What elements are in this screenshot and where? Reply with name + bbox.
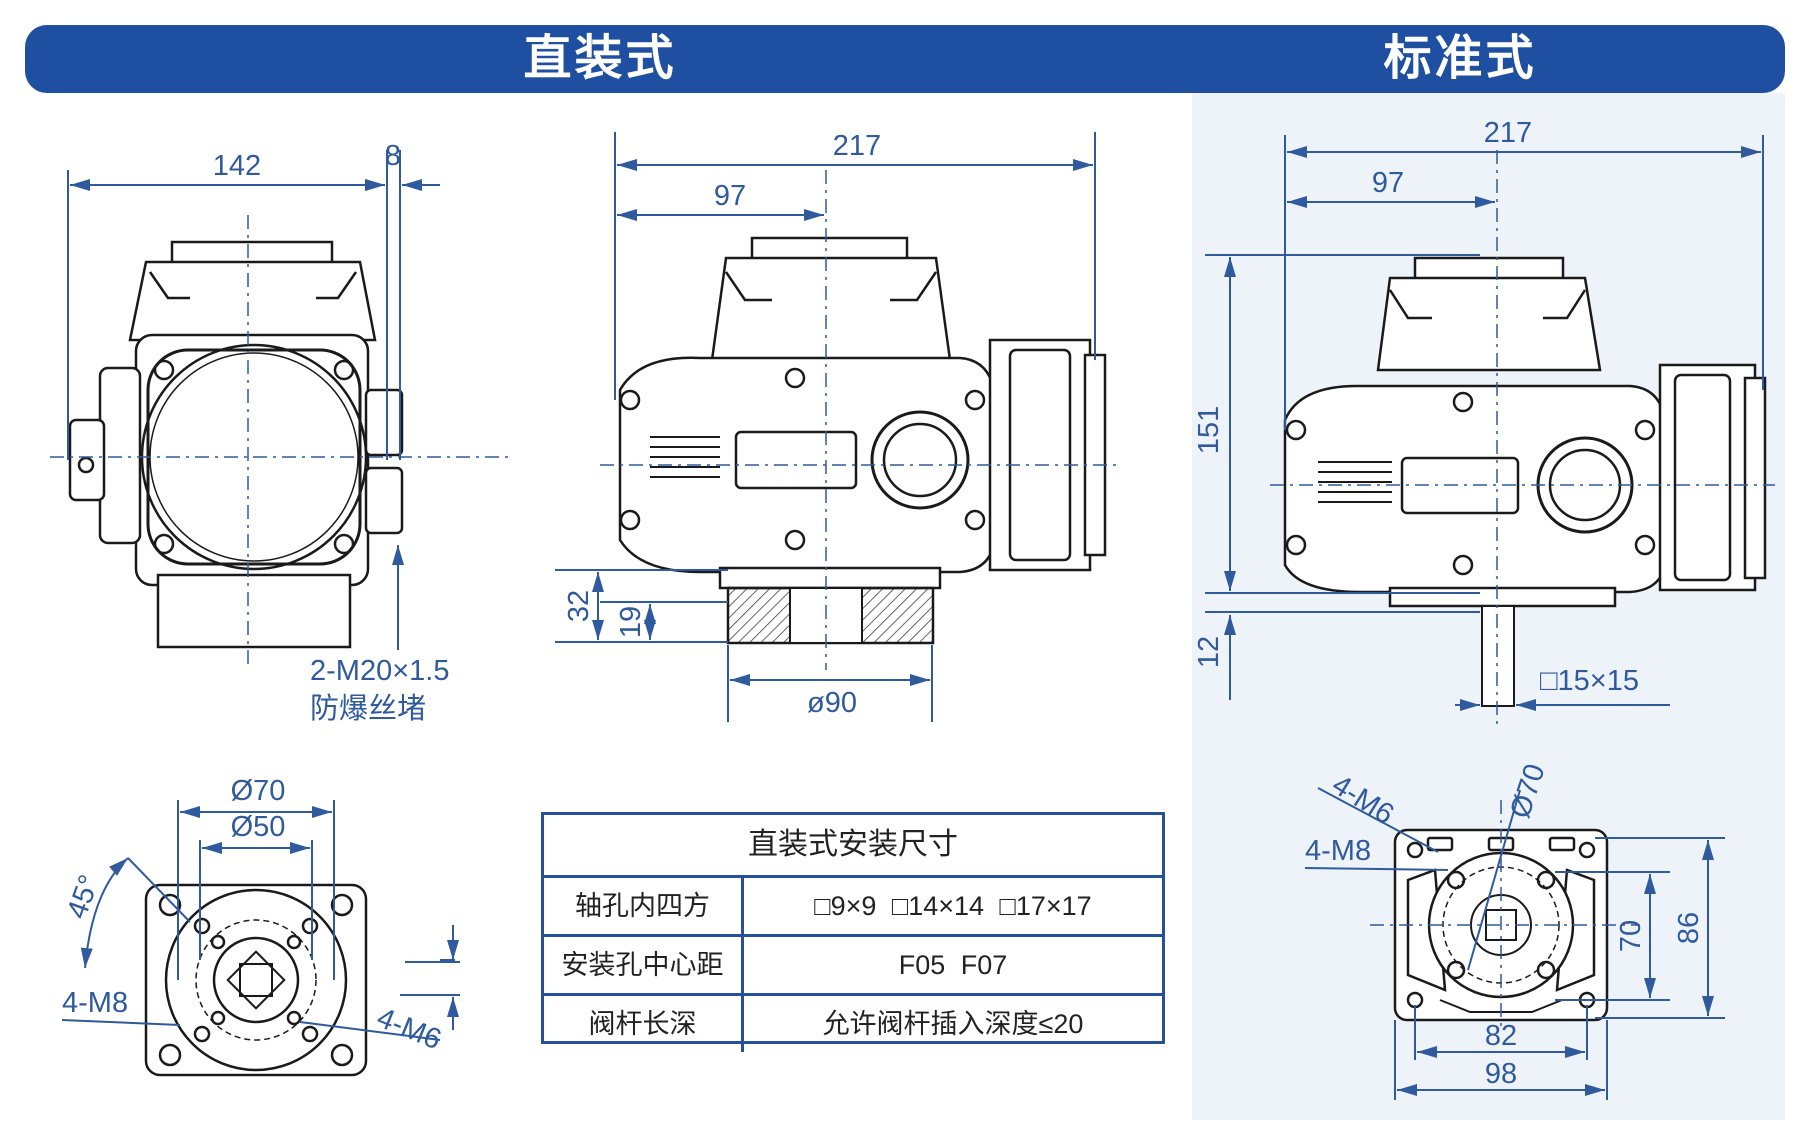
table-row-label: 阀杆长深	[544, 996, 744, 1052]
dim-flange-angle: 45°	[61, 871, 106, 923]
dim-direct-h1: 32	[563, 590, 595, 622]
standard-flange-view	[1393, 828, 1609, 1022]
standard-flange-dimensions	[1304, 787, 1725, 1100]
dim-standard-square: □15×15	[1540, 665, 1639, 697]
dim-std-flange-w98: 98	[1485, 1058, 1517, 1090]
dim-direct-dia: ø90	[807, 687, 857, 719]
standard-front-dimensions	[1205, 135, 1764, 711]
standard-front-centerlines	[1270, 150, 1775, 730]
dim-flange-m6: 4-M6	[372, 1002, 445, 1056]
direct-side-dimensions	[67, 150, 440, 650]
table-row: 阀杆长深 允许阀杆插入深度≤20	[544, 996, 1162, 1052]
conduit-spec-label: 2-M20×1.5	[310, 655, 449, 687]
install-dimension-table: 直装式安装尺寸 轴孔内四方 □9×9 □14×14 □17×17 安装孔中心距 …	[541, 812, 1165, 1052]
dim-direct-front-center: 97	[714, 180, 746, 212]
direct-front-dimensions	[555, 132, 1096, 722]
dim-direct-front-total: 217	[833, 130, 881, 162]
dim-standard-shaft: 12	[1193, 636, 1225, 668]
header-standard-title: 标准式	[1383, 32, 1537, 85]
dim-standard-front-total: 217	[1484, 117, 1532, 149]
table-row: 安装孔中心距 F05 F07	[544, 937, 1162, 996]
table-row: 轴孔内四方 □9×9 □14×14 □17×17	[544, 878, 1162, 937]
dim-std-flange-m6: 4-M6	[1326, 769, 1399, 831]
direct-side-centerlines	[50, 215, 510, 668]
direct-flange-dimensions	[61, 800, 460, 1041]
table-row-value: □9×9 □14×14 □17×17	[814, 891, 1092, 921]
dim-flange-d50: Ø50	[231, 811, 286, 843]
dim-standard-height: 151	[1193, 406, 1225, 454]
dim-direct-h2: 19	[615, 606, 647, 638]
dim-std-flange-w82: 82	[1485, 1020, 1517, 1052]
dim-std-flange-d70: Ø70	[1504, 760, 1551, 822]
table-title: 直装式安装尺寸	[544, 815, 1162, 878]
dim-direct-offset: 8	[385, 140, 401, 172]
conduit-note-label: 防爆丝堵	[310, 692, 426, 725]
dim-std-flange-m8: 4-M8	[1305, 835, 1371, 867]
dim-std-flange-h86: 86	[1673, 912, 1705, 944]
table-row-value: 允许阀杆插入深度≤20	[822, 1009, 1084, 1039]
dim-flange-d70: Ø70	[231, 775, 286, 807]
dim-standard-front-center: 97	[1372, 167, 1404, 199]
table-row-label: 轴孔内四方	[544, 878, 744, 934]
dim-std-flange-h70: 70	[1615, 920, 1647, 952]
table-row-label: 安装孔中心距	[544, 937, 744, 993]
standard-front-view	[1283, 256, 1767, 707]
direct-front-view	[618, 236, 1107, 645]
dim-flange-m8: 4-M8	[62, 987, 128, 1019]
table-row-value: F05 F07	[898, 950, 1008, 980]
direct-side-view	[68, 240, 404, 649]
header-direct-title: 直装式	[523, 32, 677, 85]
dim-direct-width: 142	[213, 150, 261, 182]
header-banner	[25, 25, 1785, 93]
standard-flange-centerlines	[1370, 800, 1640, 1030]
direct-front-centerlines	[600, 170, 1120, 670]
